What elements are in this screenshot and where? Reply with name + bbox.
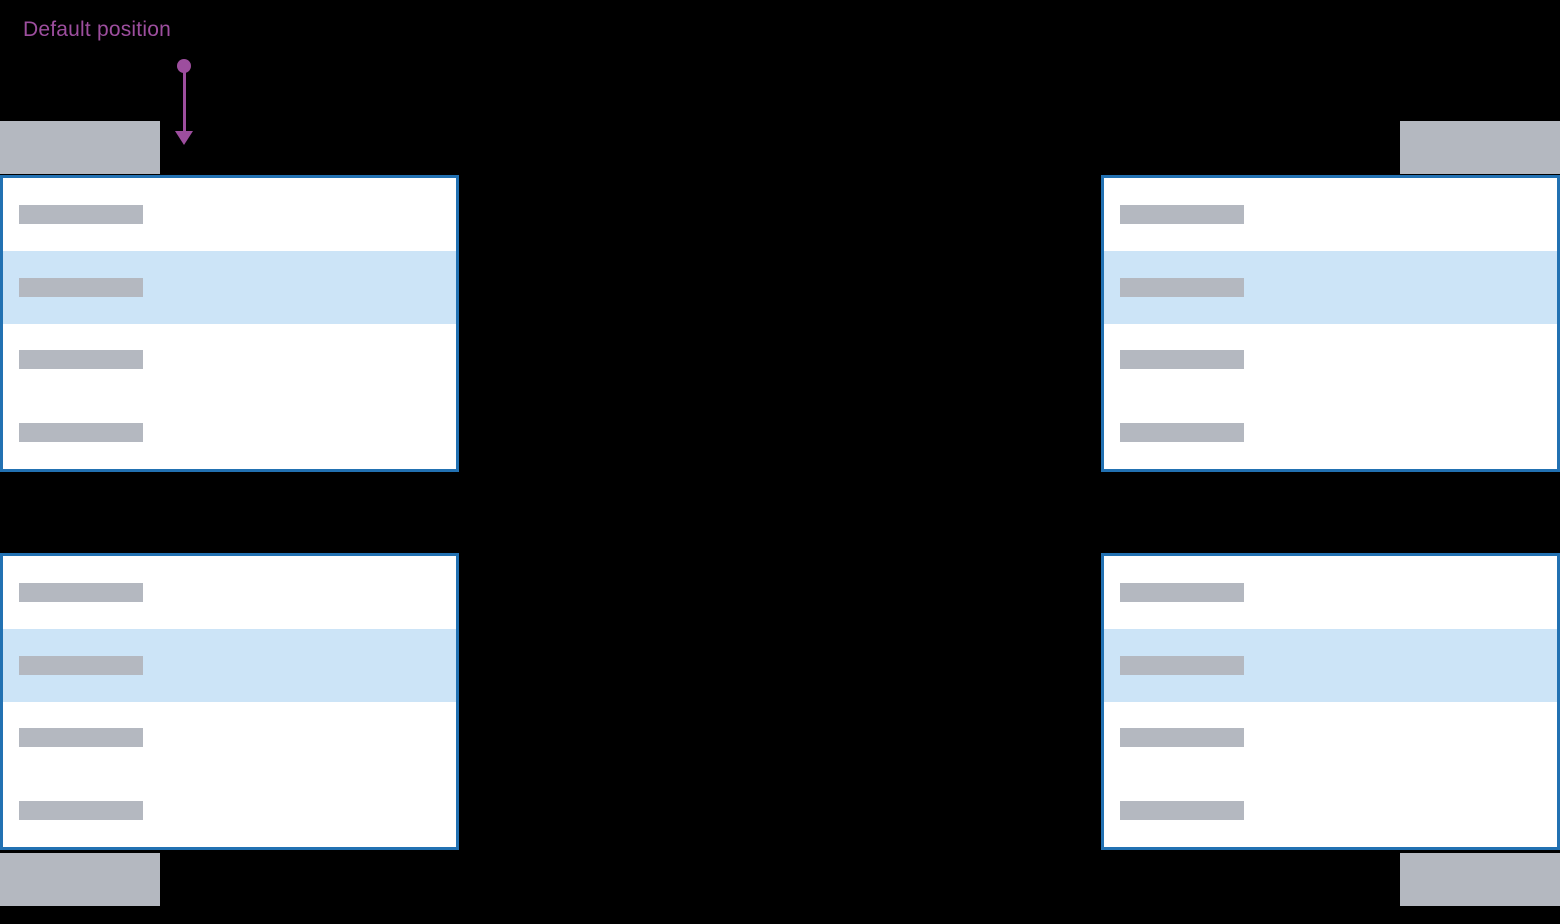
menu-item-label-skeleton xyxy=(19,801,143,821)
menu-item[interactable] xyxy=(3,556,456,629)
menu-item-label-skeleton xyxy=(1120,423,1244,443)
menu-item[interactable] xyxy=(1104,774,1557,847)
menu-item[interactable] xyxy=(1104,702,1557,775)
menu-item[interactable] xyxy=(3,702,456,775)
menu-item-label-skeleton xyxy=(19,655,143,675)
dropdown-menu-top-left xyxy=(0,175,459,472)
annotation-label: Default position xyxy=(23,18,171,41)
menu-item-label-skeleton xyxy=(19,728,143,748)
menu-item[interactable] xyxy=(3,396,456,469)
dropdown-trigger-top-right[interactable] xyxy=(1400,121,1560,174)
menu-item[interactable] xyxy=(1104,324,1557,397)
menu-item-highlighted[interactable] xyxy=(1104,250,1557,324)
dropdown-trigger-bottom-left[interactable] xyxy=(0,853,160,906)
menu-item[interactable] xyxy=(1104,396,1557,469)
menu-item[interactable] xyxy=(3,324,456,397)
menu-item-highlighted[interactable] xyxy=(3,628,456,702)
menu-item-label-skeleton xyxy=(1120,801,1244,821)
down-arrow-icon xyxy=(177,59,191,73)
menu-item-label-skeleton xyxy=(1120,204,1244,224)
dropdown-trigger-bottom-right[interactable] xyxy=(1400,853,1560,906)
menu-item-label-skeleton xyxy=(19,582,143,602)
menu-item-label-skeleton xyxy=(1120,728,1244,748)
menu-item-label-skeleton xyxy=(19,423,143,443)
menu-item-label-skeleton xyxy=(19,204,143,224)
dropdown-menu-bottom-right xyxy=(1101,553,1560,850)
menu-item-label-skeleton xyxy=(1120,582,1244,602)
menu-item-highlighted[interactable] xyxy=(3,250,456,324)
dropdown-trigger-top-left[interactable] xyxy=(0,121,160,174)
menu-item-label-skeleton xyxy=(19,350,143,370)
menu-item-label-skeleton xyxy=(1120,350,1244,370)
menu-item[interactable] xyxy=(1104,178,1557,251)
menu-item[interactable] xyxy=(3,178,456,251)
down-arrow-icon xyxy=(175,131,193,145)
dropdown-menu-top-right xyxy=(1101,175,1560,472)
menu-item-highlighted[interactable] xyxy=(1104,628,1557,702)
menu-item[interactable] xyxy=(3,774,456,847)
menu-item-label-skeleton xyxy=(1120,277,1244,297)
menu-item-label-skeleton xyxy=(1120,655,1244,675)
dropdown-menu-bottom-left xyxy=(0,553,459,850)
menu-item[interactable] xyxy=(1104,556,1557,629)
menu-item-label-skeleton xyxy=(19,277,143,297)
down-arrow-icon xyxy=(183,70,186,133)
